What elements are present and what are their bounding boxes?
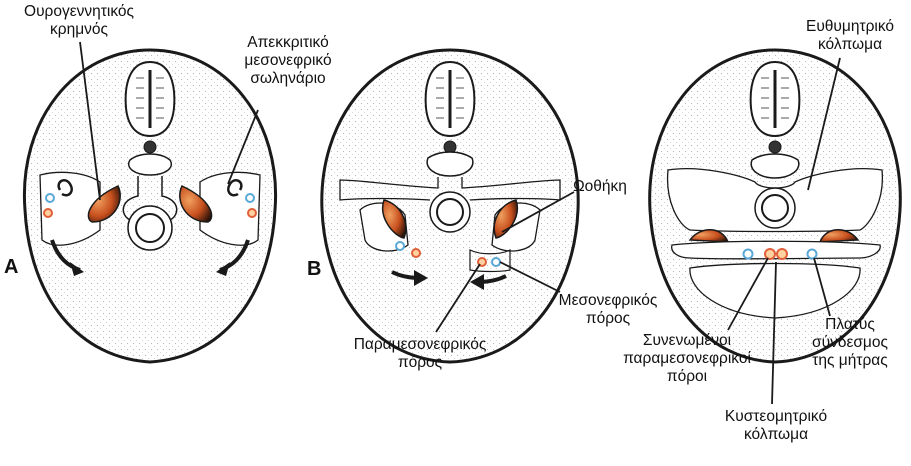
panel-b xyxy=(322,50,578,362)
panel-a xyxy=(24,42,275,362)
label-vesicouterine-pouch: Κυστεομητρικό κόλπωμα xyxy=(716,408,836,444)
notochord xyxy=(144,141,156,153)
label-paramesonephric-duct: Παραμεσονεφρικός πόρος xyxy=(340,336,500,372)
label-urogenital-ridge: Ουρογεννητικός κρημνός xyxy=(4,3,154,39)
paramesonephric-duct xyxy=(44,209,52,217)
panel-letter-a: A xyxy=(4,256,18,279)
broad-ligament xyxy=(672,241,881,259)
mesonephric-duct xyxy=(46,194,54,202)
label-broad-ligament: Πλατύς σύνδεσμος της μήτρας xyxy=(792,316,908,370)
label-ovary: Ωοθήκη xyxy=(560,178,640,196)
label-excretory-tubule: Απεκκριτικό μεσονεφρικό σωληνάριο xyxy=(228,34,348,88)
label-mesonephric-duct: Μεσονεφρικός πόρος xyxy=(548,292,668,328)
panel-letter-b: B xyxy=(307,258,321,281)
fused-paramesonephric-duct-right xyxy=(777,249,787,259)
mesonephric-duct xyxy=(492,258,500,266)
fused-paramesonephric-duct-left xyxy=(765,249,775,259)
label-rectouterine-pouch: Ευθυμητρικό κόλπωμα xyxy=(795,18,905,54)
label-fused-paramesonephric: Συνενωμένοι παραμεσονεφρικοί πόροι xyxy=(612,332,762,386)
